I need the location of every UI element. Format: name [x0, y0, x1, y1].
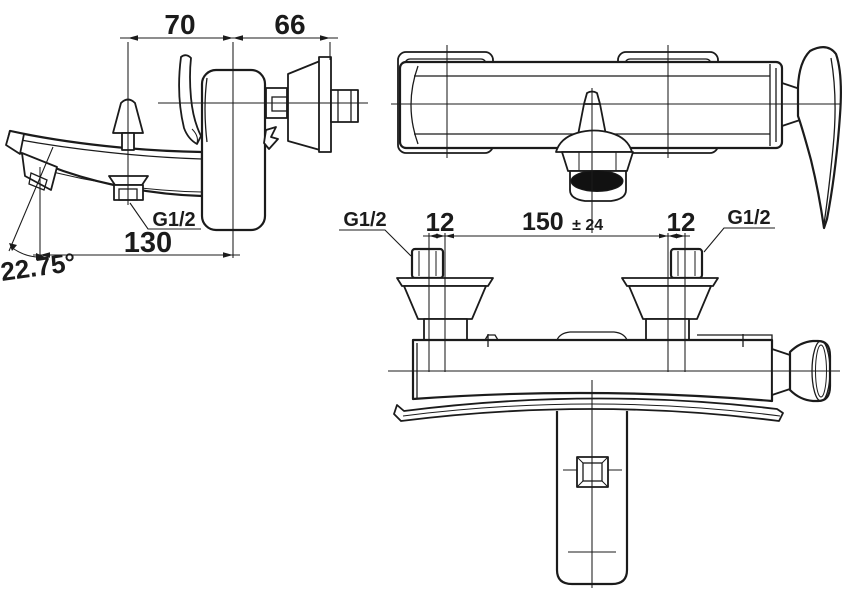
- centers-tolerance: ± 24: [572, 217, 603, 234]
- offset-right-arrow-b: [676, 233, 685, 239]
- side-body-inner-arc: [204, 77, 208, 143]
- dim-130-label: 130: [124, 227, 172, 259]
- side-wall-plate: [318, 56, 332, 153]
- left-union-nut-facets: [418, 251, 437, 276]
- right-escutcheon-plate: [621, 277, 719, 287]
- right-escutcheon-cup: [628, 285, 712, 320]
- front-handle-blade: [796, 46, 842, 230]
- spout-aerator: [28, 172, 48, 191]
- centers-value: 150: [522, 208, 564, 236]
- side-thread-label: G1/2: [152, 209, 195, 231]
- bottom-right-thread-leader: [703, 227, 775, 253]
- bottom-view: 12 150 ± 24 12 G1/2 G1/2: [339, 207, 840, 588]
- spout-square-boss-bevels: [576, 456, 609, 488]
- angle-arc-arrow-left: [9, 243, 17, 251]
- left-union-nut: [410, 247, 445, 280]
- dim130-arrow-left: [40, 252, 50, 258]
- front-outlet-hex-facets: [578, 152, 617, 171]
- angle-label: 22.75°: [0, 247, 78, 287]
- bottom-body-back-edge: [697, 334, 773, 340]
- offset-right-label: 12: [667, 207, 696, 237]
- right-union-nut: [669, 247, 704, 280]
- offset-left-arrow-a: [429, 233, 438, 239]
- bottom-left-thread-leader: [339, 229, 412, 257]
- dim-66-label: 66: [274, 9, 305, 40]
- dim130-arrow-right: [223, 252, 233, 258]
- front-handle-blade-inner: [823, 57, 836, 225]
- side-wall-cone: [287, 60, 321, 151]
- side-view: 70 66 130 G1/2 22.75°: [0, 9, 368, 287]
- centers-arrow-right: [659, 233, 668, 239]
- offset-left-arrow-b: [436, 233, 445, 239]
- side-wall-pipe-thread: [337, 90, 352, 122]
- spout-top-face-line: [14, 138, 203, 160]
- front-outlet-cap: [555, 129, 633, 153]
- waterfall-lip: [393, 397, 784, 422]
- dim-70-label: 70: [164, 9, 195, 40]
- centers-arrow-left: [445, 233, 454, 239]
- bottom-thread-right-label: G1/2: [727, 207, 770, 229]
- right-union-nut-facets: [677, 251, 696, 276]
- front-body-right-cap: [769, 64, 777, 146]
- front-view: [391, 45, 842, 233]
- bottom-thread-left-label: G1/2: [343, 209, 386, 231]
- centers-label: 150 ± 24: [522, 208, 603, 236]
- side-handle-curl: [191, 128, 198, 144]
- spout-tip-face: [5, 130, 25, 155]
- angle-slant-line: [8, 146, 54, 252]
- side-thread-leader: [129, 202, 201, 230]
- front-outlet-opening: [570, 170, 624, 192]
- bottom-body-boss: [484, 334, 499, 341]
- dim70-arrow-left: [128, 35, 138, 41]
- offset-right-arrow-a: [668, 233, 677, 239]
- bottom-spout-column-top: [556, 331, 628, 341]
- front-outlet-hex: [561, 151, 634, 172]
- side-wall-pipe: [330, 89, 359, 123]
- front-body-left-cap: [410, 65, 419, 145]
- dim70-arrow-right: [223, 35, 233, 41]
- dim66-arrow-right: [320, 35, 330, 41]
- side-check-valve: [263, 126, 279, 150]
- bottom-handle-neck: [771, 348, 791, 396]
- side-handle-blade: [178, 54, 202, 145]
- offset-left-label: 12: [426, 207, 455, 237]
- dim66-arrow-left: [233, 35, 243, 41]
- side-wall-step-inner: [271, 96, 288, 112]
